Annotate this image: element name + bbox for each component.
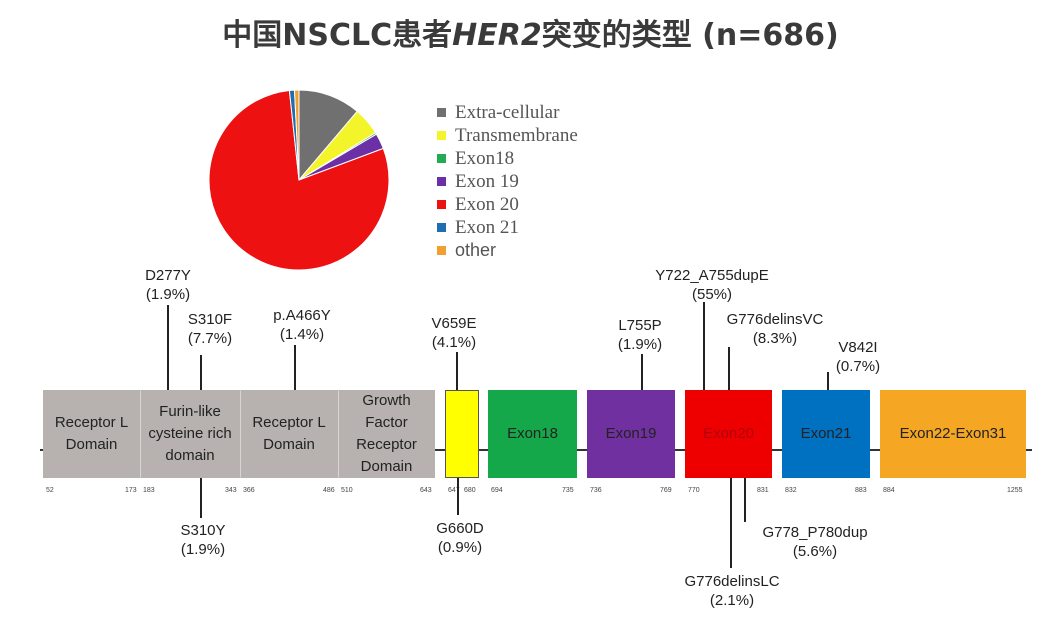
legend-label: Extra-cellular (455, 102, 560, 123)
legend-label: Transmembrane (455, 125, 578, 146)
mutation-line-g776delinsvc (728, 347, 730, 390)
mutation-label-g660d: G660D (0.9%) (436, 520, 484, 556)
legend-swatch (437, 131, 446, 140)
legend-label: Exon 21 (455, 217, 519, 238)
mutation-label-l755p: L755P (1.9%) (617, 317, 663, 353)
legend-label: Exon 20 (455, 194, 519, 215)
legend-swatch (437, 154, 446, 163)
domain-label: Exon22-Exon31 (899, 425, 1007, 442)
domain-transmembrane (445, 390, 479, 478)
domain-label: Exon18 (507, 425, 558, 442)
legend-swatch (437, 200, 446, 209)
position-start-label: 736 (590, 487, 602, 494)
mutation-line-y722-a755dupe (703, 302, 705, 390)
domain-label: Receptor L Domain (54, 414, 129, 453)
title-suffix: 突变的类型 (n=686) (541, 18, 839, 53)
legend-label: Exon 19 (455, 171, 519, 192)
position-start-label: 183 (143, 487, 155, 494)
pie-slice-exon-20 (208, 89, 390, 271)
domain-receptor-l-domain: Receptor L Domain (240, 390, 338, 478)
domain-exon18: Exon18 (488, 390, 577, 478)
legend-label: Exon18 (455, 148, 515, 169)
legend-swatch (437, 223, 446, 232)
pie-slice-extra-cellular (298, 89, 358, 182)
domain-label: Receptor L Domain (252, 414, 326, 453)
position-start-label: 366 (243, 487, 255, 494)
legend-swatch (437, 177, 446, 186)
mutation-line-s310f (200, 355, 202, 390)
mutation-line-l755p (641, 354, 643, 390)
legend-swatch (437, 108, 446, 117)
legend-swatch (437, 246, 446, 255)
mutation-label-v659e: V659E (4.1%) (431, 315, 477, 351)
title-prefix: 中国NSCLC患者 (222, 18, 453, 53)
domain-label: Exon19 (605, 425, 657, 442)
mutation-label-g778-p780dup: G778_P780dup (5.6%) (762, 524, 868, 560)
domain-exon19: Exon19 (587, 390, 675, 478)
mutation-line-g776delinslc (730, 478, 732, 568)
domain-exon21: Exon21 (782, 390, 870, 478)
domain-label: Exon21 (800, 425, 852, 442)
mutation-line-v842i (827, 372, 829, 390)
position-end-label: 343 (225, 487, 237, 494)
mutation-label-g776delinsvc: G776delinsVC (8.3%) (726, 311, 824, 347)
position-start-label: 884 (883, 487, 895, 494)
mutation-label-v842i: V842I (0.7%) (835, 339, 881, 375)
mutation-label-y722-a755dupe: Y722_A755dupE (55%) (655, 267, 769, 303)
position-end-label: 486 (323, 487, 335, 494)
legend-label: other (455, 240, 497, 260)
mutation-label-s310f: S310F (7.7%) (187, 311, 233, 347)
domain-label: Exon20 (703, 425, 754, 442)
domain-label: Furin-like cysteine rich domain (148, 403, 232, 464)
position-end-label: 883 (855, 487, 867, 494)
mutation-line-d277y (167, 305, 169, 390)
domain-growth-factor-receptor-domain: Growth Factor Receptor Domain (338, 390, 435, 478)
domain-exon20: Exon20 (685, 390, 772, 478)
mutation-label-g776delinslc: G776delinsLC (2.1%) (684, 573, 780, 609)
chart-title: 中国NSCLC患者HER2突变的类型 (n=686) (0, 10, 1061, 54)
domain-furin-like-cysteine-rich-domain: Furin-like cysteine rich domain (140, 390, 240, 478)
domain-label: Growth Factor Receptor Domain (356, 392, 417, 475)
position-end-label: 735 (562, 487, 574, 494)
position-end-label: 643 (420, 487, 432, 494)
position-start-label: 832 (785, 487, 797, 494)
position-end-label: 1255 (1007, 487, 1023, 494)
pie-slice-other (293, 89, 300, 181)
mutation-label-s310y: S310Y (1.9%) (180, 522, 226, 558)
position-start-label: 52 (46, 487, 54, 494)
position-start-label: 510 (341, 487, 353, 494)
position-start-label: 647 (448, 487, 460, 494)
mutation-line-g778-p780dup (744, 478, 746, 522)
title-gene: HER2 (452, 18, 542, 53)
mutation-line-s310y (200, 478, 202, 518)
position-end-label: 680 (464, 487, 476, 494)
pie-chart (208, 89, 390, 271)
position-end-label: 173 (125, 487, 137, 494)
mutation-label-p-a466y: p.A466Y (1.4%) (273, 307, 331, 343)
domain-receptor-l-domain: Receptor L Domain (43, 390, 140, 478)
mutation-label-d277y: D277Y (1.9%) (145, 267, 191, 303)
mutation-line-p-a466y (294, 345, 296, 390)
domain-exon22-exon31: Exon22-Exon31 (880, 390, 1026, 478)
position-start-label: 694 (491, 487, 503, 494)
mutation-line-g660d (457, 478, 459, 515)
position-start-label: 770 (688, 487, 700, 494)
position-end-label: 769 (660, 487, 672, 494)
position-end-label: 831 (757, 487, 769, 494)
mutation-line-v659e (456, 352, 458, 390)
